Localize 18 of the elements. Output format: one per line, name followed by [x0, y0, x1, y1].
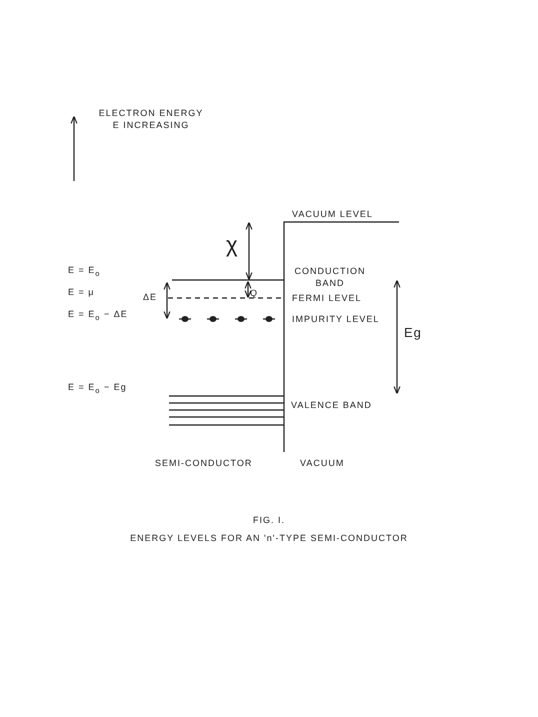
energy-label: E = E$_{o}$ − Eg: [68, 381, 127, 397]
figure-caption: ENERGY LEVELS FOR AN 'n'-TYPE SEMI-CONDUCTOR: [129, 532, 409, 544]
symbol-label: Eg: [404, 324, 422, 341]
level-label: CONDUCTION BAND: [294, 265, 366, 289]
region-label: VACUUM: [300, 457, 344, 469]
energy-label: E = μ: [68, 286, 94, 298]
symbol-label: ΔE: [143, 291, 158, 303]
level-label: VACUUM LEVEL: [292, 208, 373, 220]
level-label: VALENCE BAND: [291, 399, 372, 411]
energy-label: E = E$_{o}$: [68, 264, 100, 280]
axis-label: ELECTRON ENERGY E INCREASING: [98, 107, 204, 131]
level-label: FERMI LEVEL: [292, 292, 362, 304]
level-label: IMPURITY LEVEL: [292, 313, 380, 325]
figure-number: FIG. I.: [252, 514, 286, 526]
region-label: SEMI-CONDUCTOR: [155, 457, 252, 469]
energy-label: E = E$_{o}$ − ΔE: [68, 308, 128, 324]
symbol-label: χ: [226, 232, 239, 258]
symbol-label: Q: [250, 287, 258, 299]
